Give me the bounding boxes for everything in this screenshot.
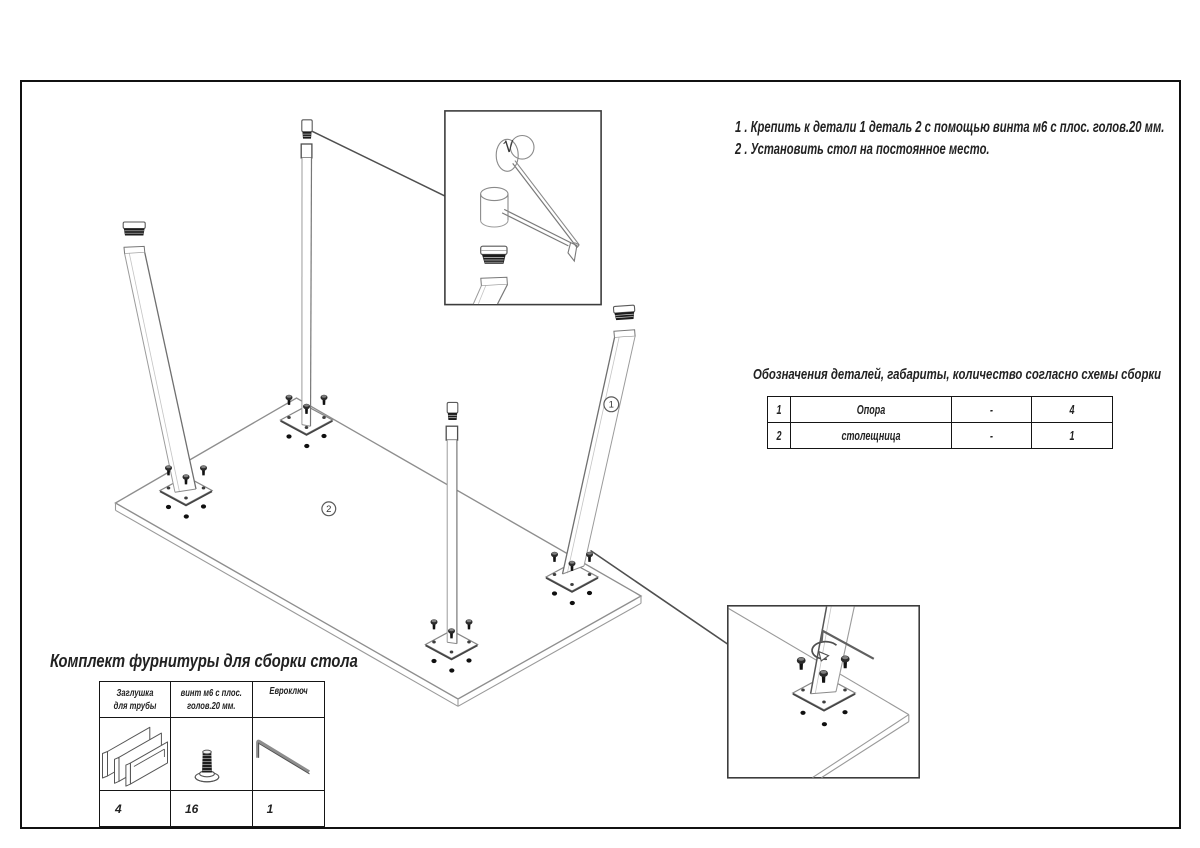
svg-text:2: 2 — [326, 504, 331, 515]
svg-text:1: 1 — [609, 400, 614, 411]
